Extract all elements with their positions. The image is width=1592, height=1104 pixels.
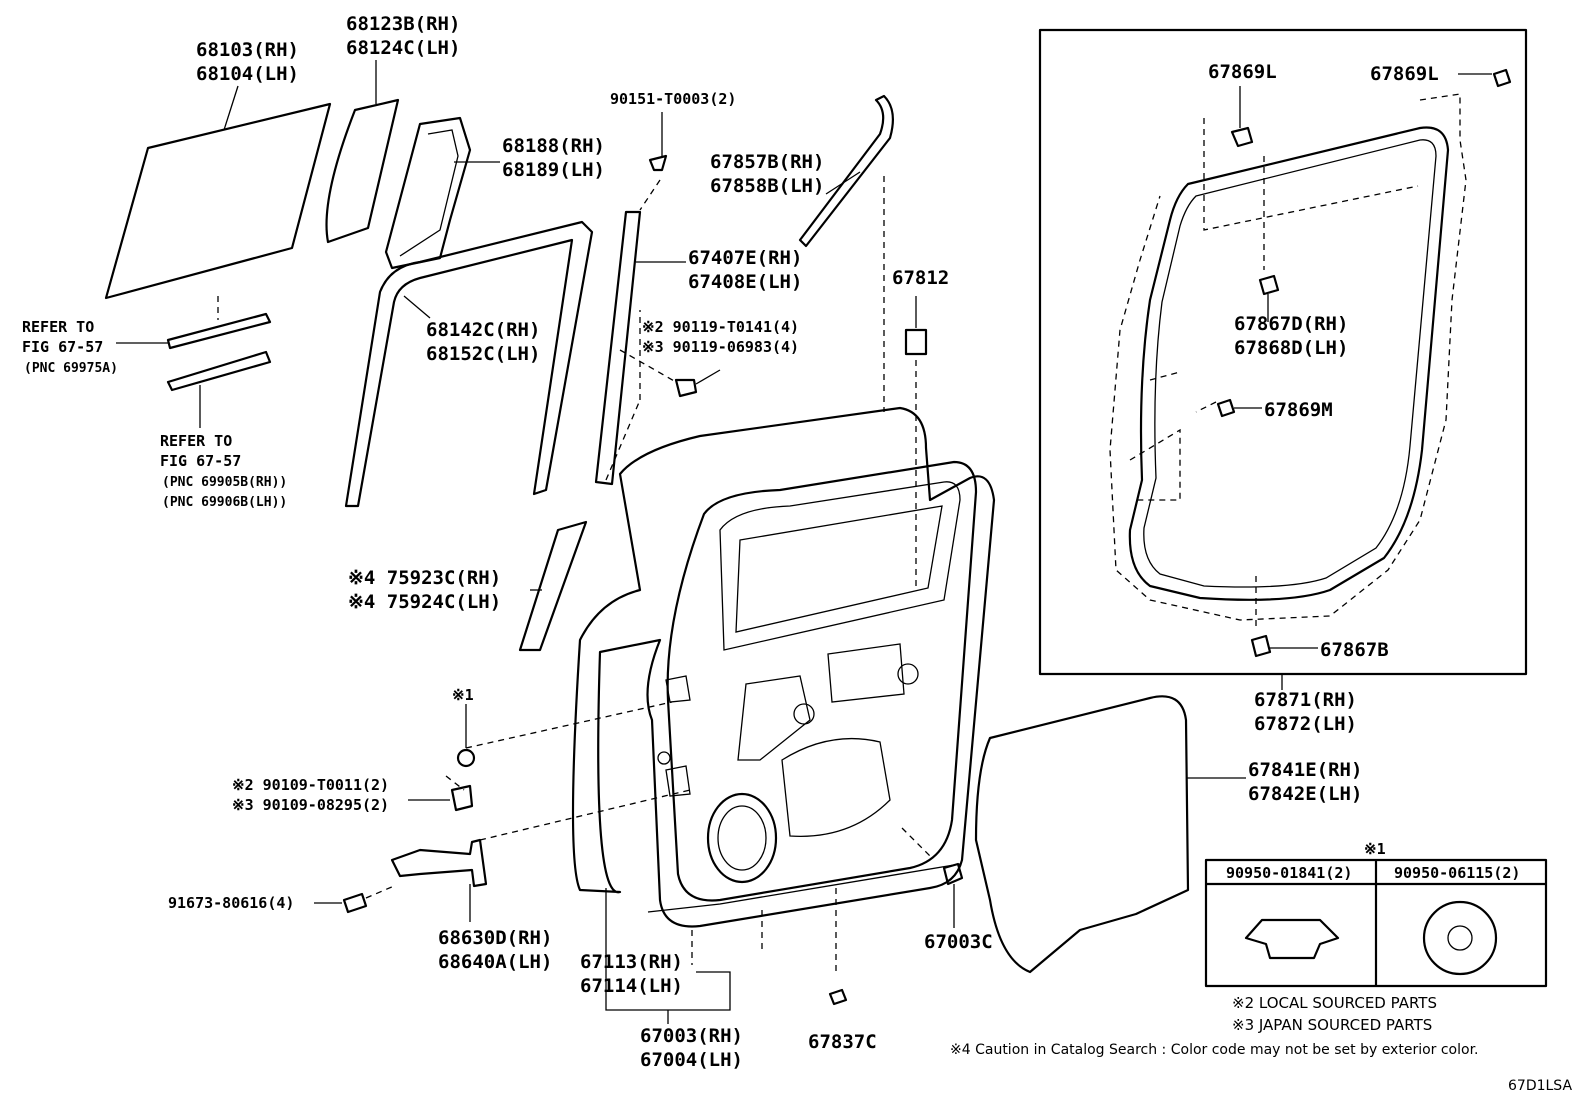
label-67113: 67113(RH)	[580, 951, 683, 973]
note-local-sourced: ※2 LOCAL SOURCED PARTS	[1232, 994, 1437, 1012]
clip-icon-6	[1258, 274, 1280, 296]
refer-2-line3: (PNC 69905B(RH))	[162, 475, 287, 490]
label-75923c: ※4 75923C(RH)	[348, 567, 501, 589]
door-weatherstrip	[1128, 126, 1450, 601]
label-67869l-b: 67869L	[1370, 63, 1439, 85]
label-68124c: 68124C(LH)	[346, 37, 460, 59]
outer-weatherstrip	[798, 94, 895, 248]
label-67867b: 67867B	[1320, 639, 1389, 661]
label-90151: 90151-T0003(2)	[610, 90, 736, 108]
label-67114: 67114(LH)	[580, 975, 683, 997]
label-67407e: 67407E(RH)	[688, 247, 802, 269]
label-90109-08295: ※3 90109-08295(2)	[232, 796, 389, 814]
label-67003c: 67003C	[924, 931, 993, 953]
clip-icon-2	[942, 862, 964, 886]
label-75924c: ※4 75924C(LH)	[348, 591, 501, 613]
quarter-frame	[384, 116, 472, 270]
label-68103: 68103(RH)	[196, 39, 299, 61]
label-67857b: 67857B(RH)	[710, 151, 824, 173]
label-68152c: 68152C(LH)	[426, 343, 540, 365]
refer-1-line2: FIG 67-57	[22, 338, 103, 356]
label-90119-06983: ※3 90119-06983(4)	[642, 338, 799, 356]
clip-shape-icon	[1244, 918, 1340, 960]
note-color-caution: ※4 Caution in Catalog Search : Color cod…	[950, 1042, 1479, 1058]
label-67003: 67003(RH)	[640, 1025, 743, 1047]
door-edge-trim	[518, 520, 588, 652]
door-plug	[904, 328, 928, 356]
label-67869l-a: 67869L	[1208, 61, 1277, 83]
service-hole-cover	[974, 695, 1190, 974]
clip-table-col1: 90950-01841(2)	[1226, 864, 1352, 882]
refer-2-line1: REFER TO	[160, 432, 232, 450]
label-90109-t0011: ※2 90109-T0011(2)	[232, 776, 389, 794]
clip-icon-5	[1492, 68, 1512, 88]
bolt-icon-3	[342, 892, 368, 914]
label-67858b: 67858B(LH)	[710, 175, 824, 197]
label-68104: 68104(LH)	[196, 63, 299, 85]
cap-shape-icon	[1422, 900, 1498, 976]
label-67841e: 67841E(RH)	[1248, 759, 1362, 781]
bolt-icon	[674, 378, 698, 398]
label-67842e: 67842E(LH)	[1248, 783, 1362, 805]
clip-table	[1204, 858, 1548, 988]
clip-icon-8	[1250, 634, 1272, 658]
refer-2-line4: (PNC 69906B(LH))	[162, 495, 287, 510]
label-68123b: 68123B(RH)	[346, 13, 460, 35]
label-67871: 67871(RH)	[1254, 689, 1357, 711]
door-check	[390, 838, 488, 888]
refer-1-line3: (PNC 69975A)	[24, 361, 118, 376]
refer-2-line2: FIG 67-57	[160, 452, 241, 470]
label-67872: 67872(LH)	[1254, 713, 1357, 735]
lower-sash-channel	[594, 210, 642, 486]
clip-icon	[456, 748, 476, 768]
clip-icon-3	[828, 988, 848, 1006]
door-outer-panel	[571, 406, 996, 928]
label-67837c: 67837C	[808, 1031, 877, 1053]
clip-icon-4	[1230, 126, 1254, 148]
label-67868d: 67868D(LH)	[1234, 337, 1348, 359]
belt-strip-2	[166, 350, 272, 392]
label-mark-1: ※1	[452, 686, 474, 704]
label-68142c: 68142C(RH)	[426, 319, 540, 341]
label-67408e: 67408E(LH)	[688, 271, 802, 293]
note-japan-sourced: ※3 JAPAN SOURCED PARTS	[1232, 1016, 1432, 1034]
screw-icon	[648, 154, 668, 172]
label-67004: 67004(LH)	[640, 1049, 743, 1071]
label-67812: 67812	[892, 267, 949, 289]
bolt-icon-2	[450, 784, 474, 812]
door-inner-frame	[666, 460, 978, 902]
label-67867d: 67867D(RH)	[1234, 313, 1348, 335]
label-90119-t0141: ※2 90119-T0141(4)	[642, 318, 799, 336]
label-68640a: 68640A(LH)	[438, 951, 552, 973]
label-68189: 68189(LH)	[502, 159, 605, 181]
clip-table-title: ※1	[1364, 840, 1386, 858]
clip-table-col2: 90950-06115(2)	[1394, 864, 1520, 882]
belt-strip-1	[166, 312, 272, 350]
quarter-glass	[325, 98, 400, 244]
speaker-hole	[706, 792, 778, 884]
label-91673: 91673-80616(4)	[168, 894, 294, 912]
label-68188: 68188(RH)	[502, 135, 605, 157]
figure-code: 67D1LSA	[1508, 1078, 1572, 1094]
weatherstrip-box	[1038, 28, 1528, 676]
refer-1-line1: REFER TO	[22, 318, 94, 336]
clip-icon-7	[1216, 398, 1236, 418]
door-glass	[104, 102, 332, 300]
label-67869m: 67869M	[1264, 399, 1333, 421]
label-68630d: 68630D(RH)	[438, 927, 552, 949]
run-channel	[344, 220, 594, 508]
